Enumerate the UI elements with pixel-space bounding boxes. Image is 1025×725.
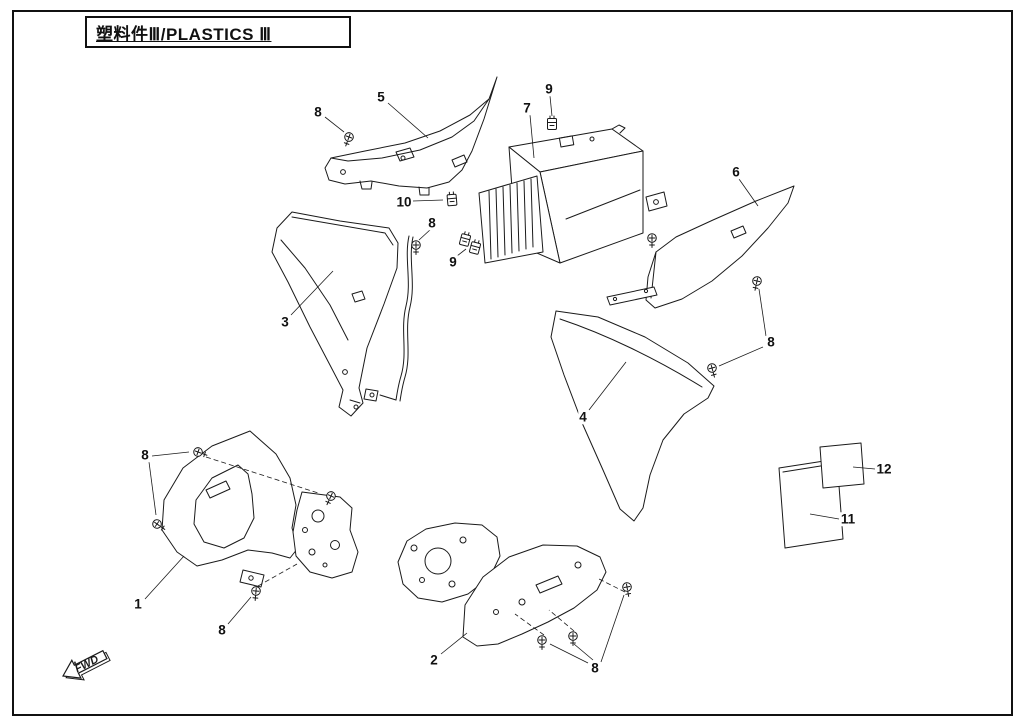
- screw-icon: [250, 585, 262, 602]
- part-1-lower-left-panel: [161, 430, 359, 588]
- trim-strip: [363, 235, 414, 402]
- part-2-bottom-panels: [397, 522, 607, 647]
- part-6-right-panel: [606, 185, 795, 309]
- screw-icon: [411, 240, 421, 255]
- clip-icon: [446, 191, 458, 207]
- title-box: 塑料件Ⅲ/PLASTICS Ⅲ: [85, 16, 351, 48]
- part-4-center-panel: [550, 310, 715, 522]
- screw-icon: [341, 130, 356, 148]
- part-1-bracket: [292, 491, 359, 579]
- border-frame: [12, 10, 1013, 716]
- clip-icon: [458, 230, 472, 247]
- screw-icon: [750, 275, 763, 292]
- leader-lines: [144, 95, 876, 664]
- screw-icon: [568, 631, 578, 646]
- clip-icon: [547, 115, 557, 130]
- screw-icon: [537, 635, 547, 650]
- part-5-upper-left-fairing: [324, 76, 498, 196]
- part-7-storage-box: [478, 124, 668, 264]
- screw-icon: [621, 581, 634, 598]
- dashed-lines: [205, 456, 626, 636]
- fwd-arrow: FWD: [62, 649, 111, 681]
- clip-icon: [468, 238, 482, 255]
- screw-icon: [706, 362, 720, 379]
- part-12-film: [819, 442, 865, 489]
- screw-icon: [647, 233, 657, 248]
- page-title: 塑料件Ⅲ/PLASTICS Ⅲ: [96, 24, 272, 44]
- part-3-left-panel: [271, 211, 399, 417]
